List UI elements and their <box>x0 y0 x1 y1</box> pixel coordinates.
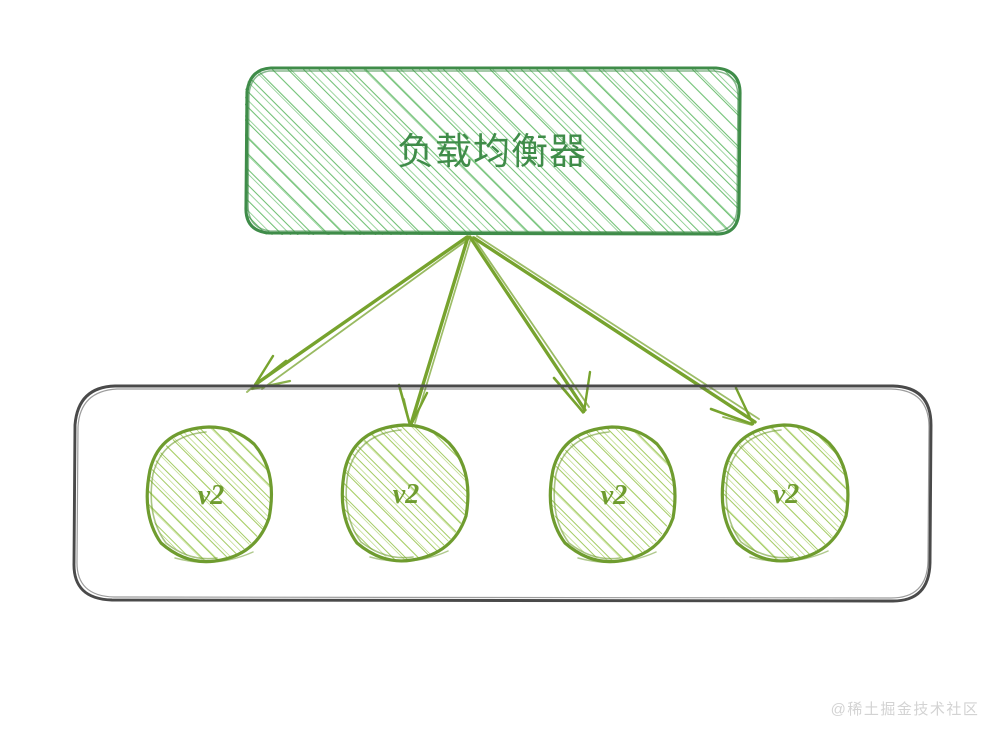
node-1-label: v2 <box>198 480 224 511</box>
service-node-1[interactable]: v2 <box>145 424 276 564</box>
node-3-label: v2 <box>601 480 627 511</box>
load-balancer-outline <box>244 66 742 236</box>
arrow-lb-to-node-4 <box>472 235 760 426</box>
service-node-4[interactable]: v2 <box>720 422 852 564</box>
node-1-outline-sketch-b <box>174 551 254 564</box>
node-4-outline-sketch-b <box>749 550 829 563</box>
node-1-outline <box>145 425 274 564</box>
watermark-label: @稀土掘金技术社区 <box>831 701 980 718</box>
node-4-outline <box>720 423 850 563</box>
node-4-label: v2 <box>773 479 799 510</box>
node-2-outline-sketch-b <box>369 550 449 563</box>
arrow-lb-to-node-2 <box>397 235 472 427</box>
node-3-outline <box>548 425 677 564</box>
node-1-outline-sketch <box>150 431 218 560</box>
node-4-outline-sketch <box>725 429 794 559</box>
connection-arrows <box>246 235 760 427</box>
node-2-outline-sketch <box>345 429 414 559</box>
node-3-outline-sketch <box>553 431 621 560</box>
service-node-3[interactable]: v2 <box>548 424 679 564</box>
service-group-outline-sketch <box>76 388 930 599</box>
load-balancer-hatch-fill <box>245 67 740 235</box>
service-group-outline <box>72 384 933 603</box>
arrow-lb-to-node-3 <box>468 235 592 414</box>
arrow-lb-to-node-1 <box>246 235 471 393</box>
load-balancer-outline-sketch <box>247 70 739 233</box>
load-balancer-node[interactable]: 负载均衡器 <box>243 65 743 238</box>
node-1-hatch-fill <box>148 426 272 560</box>
node-2-label: v2 <box>393 479 419 510</box>
node-2-outline <box>340 423 470 563</box>
node-3-outline-sketch-b <box>577 551 657 564</box>
node-3-hatch-fill <box>551 426 675 560</box>
service-group-container[interactable] <box>72 384 933 603</box>
service-node-2[interactable]: v2 <box>340 422 472 564</box>
load-balancer-label: 负载均衡器 <box>397 131 587 172</box>
